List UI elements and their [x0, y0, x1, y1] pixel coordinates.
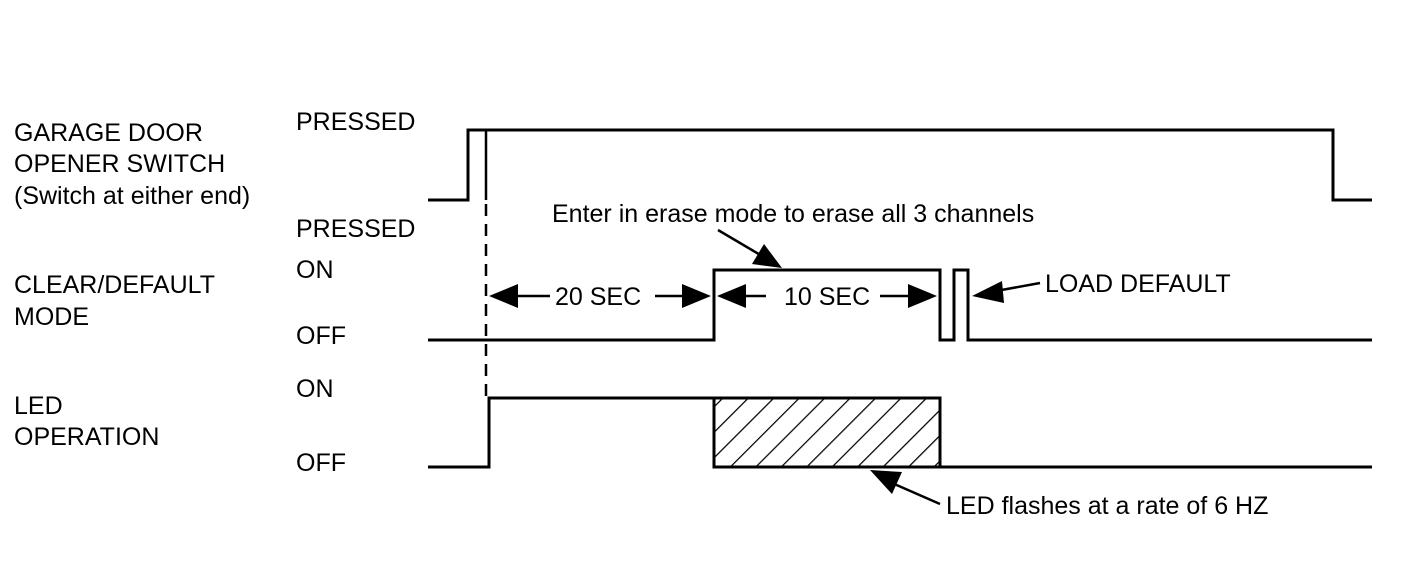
- interval-20-left-arrowhead: [489, 284, 518, 308]
- interval-10-right-arrowhead: [908, 284, 937, 308]
- load-default-annotation: LOAD DEFAULT: [1045, 270, 1231, 298]
- switch-name-line-1: GARAGE DOOR: [14, 119, 203, 147]
- mode-name-line-1: CLEAR/DEFAULT: [14, 271, 215, 299]
- erase-mode-leader-line: [717, 228, 763, 258]
- switch-waveform: [428, 128, 1372, 202]
- switch-name-line-2: OPENER SWITCH: [14, 150, 225, 178]
- switch-low-state-label: PRESSED: [296, 215, 415, 243]
- mode-high-state-label: ON: [296, 256, 334, 284]
- switch-name-line-3: (Switch at either end): [14, 182, 250, 210]
- led-flash-arrowhead: [870, 470, 902, 494]
- erase-mode-arrowhead: [752, 244, 782, 268]
- interval-20-label: 20 SEC: [555, 283, 641, 311]
- switch-high-state-label: PRESSED: [296, 108, 415, 136]
- mode-waveform: [428, 268, 1372, 342]
- led-name-line-1: LED: [14, 392, 63, 420]
- led-name-line-2: OPERATION: [14, 423, 159, 451]
- load-default-arrowhead: [972, 281, 1004, 303]
- interval-10-left-arrowhead: [717, 284, 746, 308]
- interval-20-right-arrowhead: [682, 284, 711, 308]
- load-default-leader-line: [995, 281, 1041, 293]
- led-low-state-label: OFF: [296, 449, 346, 477]
- interval-10-label: 10 SEC: [784, 283, 870, 311]
- led-high-state-label: ON: [296, 375, 334, 403]
- mode-low-state-label: OFF: [296, 322, 346, 350]
- erase-mode-annotation: Enter in erase mode to erase all 3 chann…: [552, 200, 1034, 228]
- led-flash-annotation: LED flashes at a rate of 6 HZ: [946, 492, 1268, 520]
- led-flash-leader-line: [891, 481, 941, 506]
- led-flash-region: [712, 396, 942, 469]
- mode-name-line-2: MODE: [14, 303, 89, 331]
